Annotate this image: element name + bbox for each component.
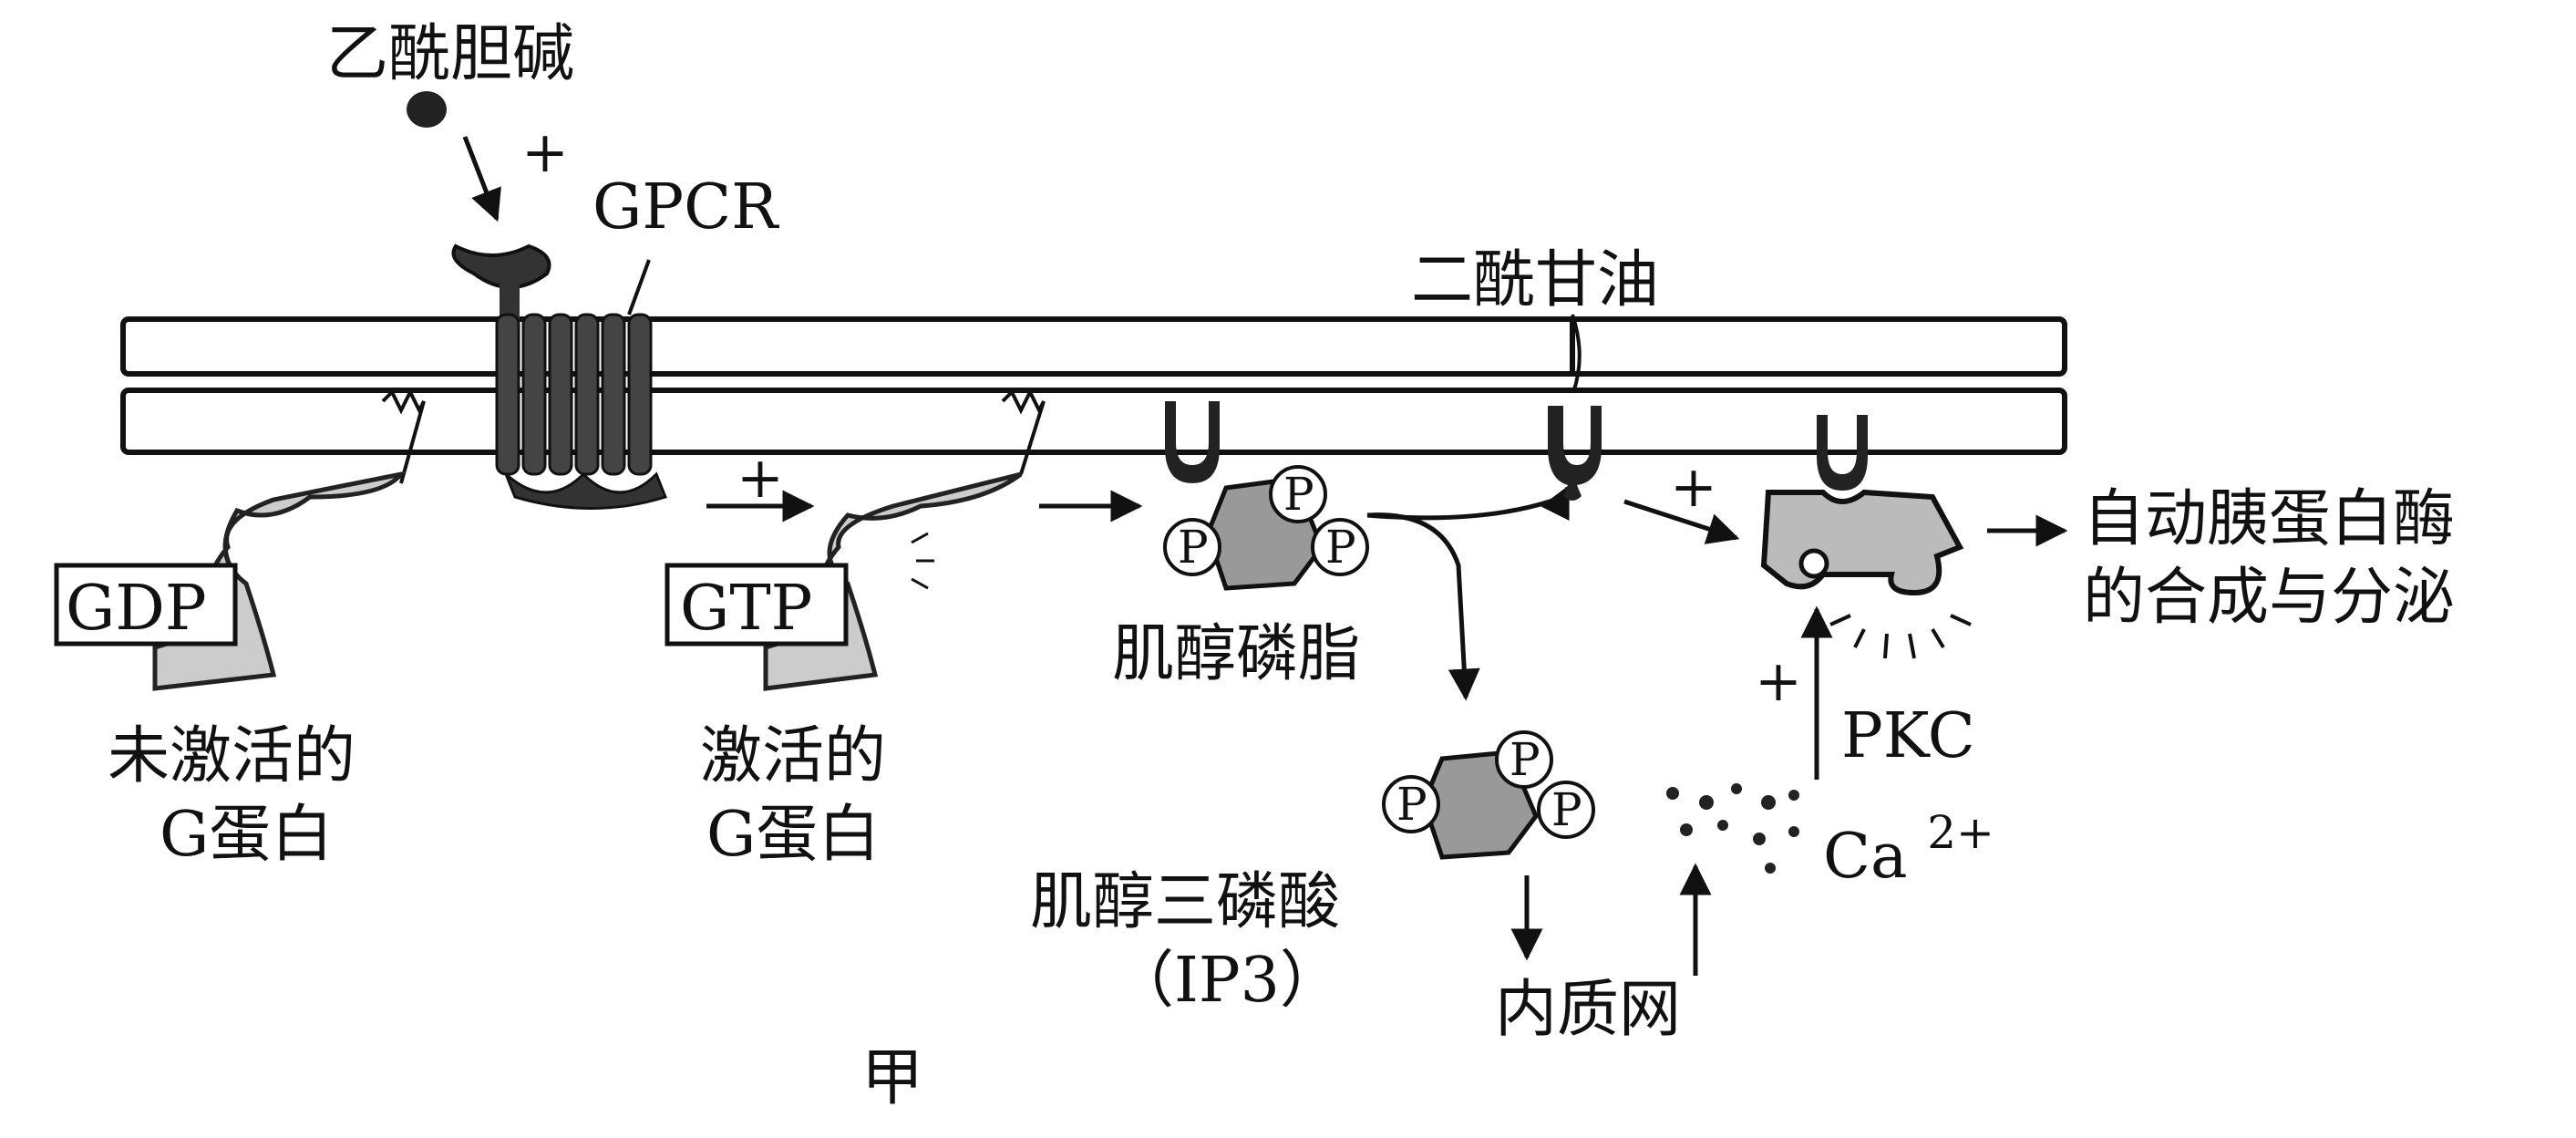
ip3-formation-arrow xyxy=(1366,512,1480,701)
pkc-bound-dag xyxy=(1817,415,1868,491)
acetylcholine-label: 乙酰胆碱 xyxy=(326,18,574,90)
g-protein-anchor xyxy=(381,388,426,484)
membrane-outer-leaflet xyxy=(120,316,2067,377)
calcium-charge: 2+ xyxy=(1927,806,1994,859)
active-g-protein xyxy=(665,388,1046,691)
dag-formation-arrow xyxy=(1366,484,1571,522)
er-label: 内质网 xyxy=(1495,974,1681,1046)
plus-sign-calcium: + xyxy=(1755,647,1802,714)
ip3-phosphate-label-2: P xyxy=(1510,733,1540,786)
output-label-line2: 的合成与分泌 xyxy=(2083,562,2455,634)
phosphate-label-1: P xyxy=(1178,521,1209,574)
pkc-calcium-site xyxy=(1798,548,1829,579)
acetylcholine-molecule xyxy=(407,91,447,128)
gpcr-receptor xyxy=(451,243,667,510)
acetylcholine-ligand xyxy=(407,91,501,222)
figure-caption: 甲 xyxy=(861,1042,923,1114)
plus-sign-activation: + xyxy=(737,444,784,511)
active-g-anchor xyxy=(1001,388,1046,475)
pip2-lipid-tail xyxy=(1165,401,1220,483)
pip2-molecule: P P P xyxy=(1163,401,1369,591)
pkc-enzyme xyxy=(1760,415,1972,659)
gpcr-pointer xyxy=(627,259,651,316)
gdp-box xyxy=(54,563,238,647)
active-g-label-line2: G蛋白 xyxy=(706,799,880,871)
receptor-binding-site xyxy=(451,243,551,289)
dag-molecule xyxy=(1548,314,1602,501)
ip3-phosphate-label-1: P xyxy=(1396,778,1427,831)
gtp-label: GTP xyxy=(680,573,812,645)
inactive-g-protein xyxy=(54,388,426,691)
plus-sign-pkc: + xyxy=(1670,453,1717,520)
calcium-ions xyxy=(1666,783,1799,874)
plus-sign-binding: + xyxy=(521,119,569,185)
phosphate-label-2: P xyxy=(1283,468,1314,521)
ip3-phosphate-label-3: P xyxy=(1551,783,1582,836)
receptor-intracellular-loop xyxy=(504,471,667,510)
pkc-body xyxy=(1760,489,1964,596)
pkc-activation-arrow xyxy=(1623,499,1740,544)
dag-lipid xyxy=(1548,406,1602,501)
ip3-molecule: P P P xyxy=(1382,730,1595,860)
dag-pointer xyxy=(1571,314,1582,393)
active-g-label-line1: 激活的 xyxy=(700,720,886,792)
inactive-g-label-line2: G蛋白 xyxy=(160,799,333,871)
gdp-label: GDP xyxy=(66,573,207,645)
gpcr-label: GPCR xyxy=(592,171,779,243)
pip2-label: 肌醇磷脂 xyxy=(1112,618,1360,690)
output-label-line1: 自动胰蛋白酶 xyxy=(2083,483,2455,555)
dag-label: 二酰甘油 xyxy=(1411,244,1659,316)
gtp-box xyxy=(665,563,849,647)
phosphate-label-3: P xyxy=(1325,521,1356,574)
ip3-label-line2: （IP3） xyxy=(1112,945,1342,1017)
ip3-label-line1: 肌醇三磷酸 xyxy=(1030,866,1340,938)
pkc-label: PKC xyxy=(1841,700,1975,772)
binding-arrow xyxy=(462,136,501,222)
calcium-label: Ca 2+ xyxy=(1823,806,1994,893)
inactive-g-label-line1: 未激活的 xyxy=(108,720,355,792)
calcium-symbol: Ca xyxy=(1823,821,1908,893)
